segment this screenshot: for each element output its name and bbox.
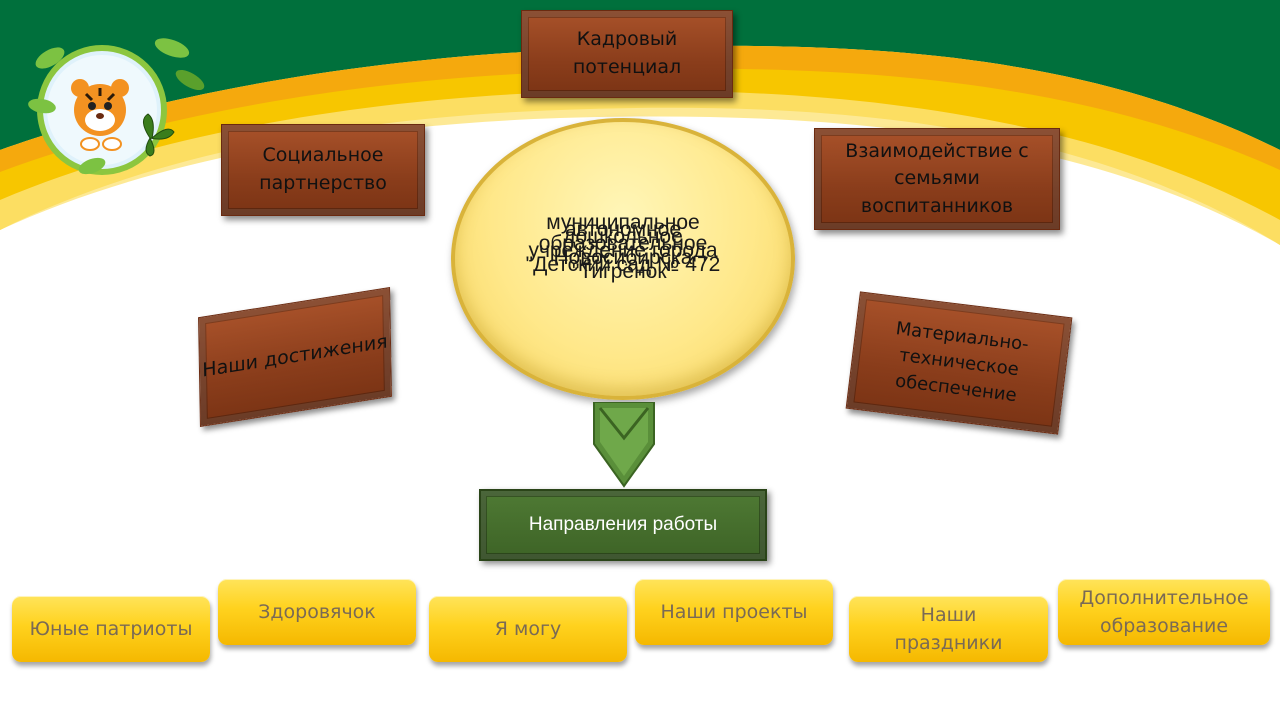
staff-potential-box[interactable]: Кадровый потенциал [521,10,733,98]
family-interaction-line-3: воспитанников [860,194,1014,217]
social-partnership-line-1: Социальное [262,144,384,167]
family-interaction-line-1: Взаимодействие с [845,139,1029,162]
work-directions-box[interactable]: Направления работы [479,489,767,561]
i-can-button[interactable]: Я могу [429,596,627,662]
center-line-7: "Детский сад № 472 [525,252,721,276]
achievements-label: Наши достижения [202,330,388,382]
staff-potential-line-1: Кадровый [576,28,678,51]
kindergarten-name-circle: муниципальное автономное дошкольное обра… [451,118,795,400]
center-line-2: автономное [564,218,682,242]
center-line-6: Новосибирска [553,245,693,269]
additional-education-line-1: Дополнительное [1079,586,1249,609]
our-projects-button[interactable]: Наши проекты [635,579,833,645]
i-can-label: Я могу [494,617,562,640]
additional-education-button[interactable]: Дополнительное образование [1058,579,1270,645]
our-holidays-button[interactable]: Наши праздники [849,596,1048,662]
center-line-8: "Тигрёнок" [571,259,674,283]
our-holidays-line-1: Наши [920,603,977,626]
down-arrow-icon [593,402,655,488]
healthy-kid-button[interactable]: Здоровячок [218,579,416,645]
tiger-cub-logo [28,38,205,175]
center-line-1: муниципальное [546,211,700,235]
our-holidays-line-2: праздники [894,632,1003,654]
center-line-5: учреждение города [528,239,718,262]
staff-potential-line-2: потенциал [572,56,682,78]
healthy-kid-label: Здоровячок [258,600,376,623]
our-projects-label: Наши проекты [660,600,808,623]
center-line-3: дошкольное [563,225,683,249]
additional-education-line-2: образование [1099,615,1229,637]
work-directions-label: Направления работы [528,514,718,535]
social-partnership-line-2: партнерство [259,172,387,194]
family-interaction-line-2: семьями [894,167,980,190]
social-partnership-box[interactable]: Социальное партнерство [221,124,425,216]
young-patriots-label: Юные патриоты [29,617,193,640]
family-interaction-box[interactable]: Взаимодействие с семьями воспитанников [814,128,1060,230]
young-patriots-button[interactable]: Юные патриоты [12,596,210,662]
center-line-4: образовательное [538,232,708,256]
